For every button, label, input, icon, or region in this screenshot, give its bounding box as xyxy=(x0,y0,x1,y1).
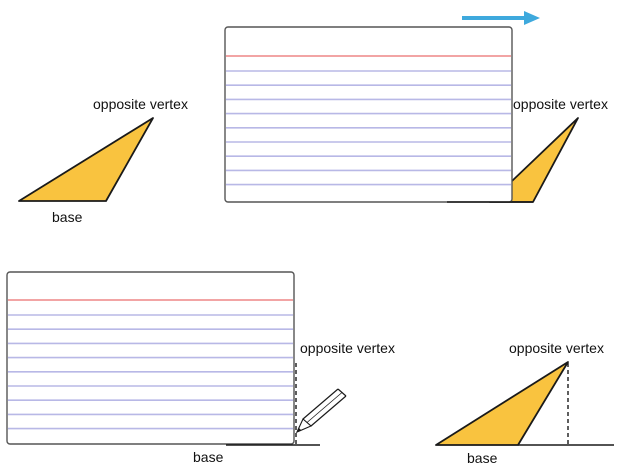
panel-triangle-height xyxy=(435,361,614,446)
base-label: base xyxy=(193,449,224,465)
card-ruled-lines xyxy=(226,55,511,186)
yellow-triangle xyxy=(435,361,569,446)
pencil-icon xyxy=(295,388,347,434)
opposite-vertex-label: opposite vertex xyxy=(93,96,188,112)
card-ruled-lines xyxy=(8,299,293,430)
opposite-vertex-label: opposite vertex xyxy=(513,96,608,112)
base-label: base xyxy=(467,450,498,466)
opposite-vertex-label: opposite vertex xyxy=(300,340,395,356)
opposite-vertex-label: opposite vertex xyxy=(509,340,604,356)
arrow-right-icon xyxy=(462,11,540,25)
yellow-triangle xyxy=(18,117,154,202)
index-card xyxy=(224,26,513,203)
panel-triangle-alone xyxy=(18,117,154,202)
panel-card-slide xyxy=(224,11,579,203)
panel-card-pencil xyxy=(6,271,347,446)
base-label: base xyxy=(52,209,83,225)
